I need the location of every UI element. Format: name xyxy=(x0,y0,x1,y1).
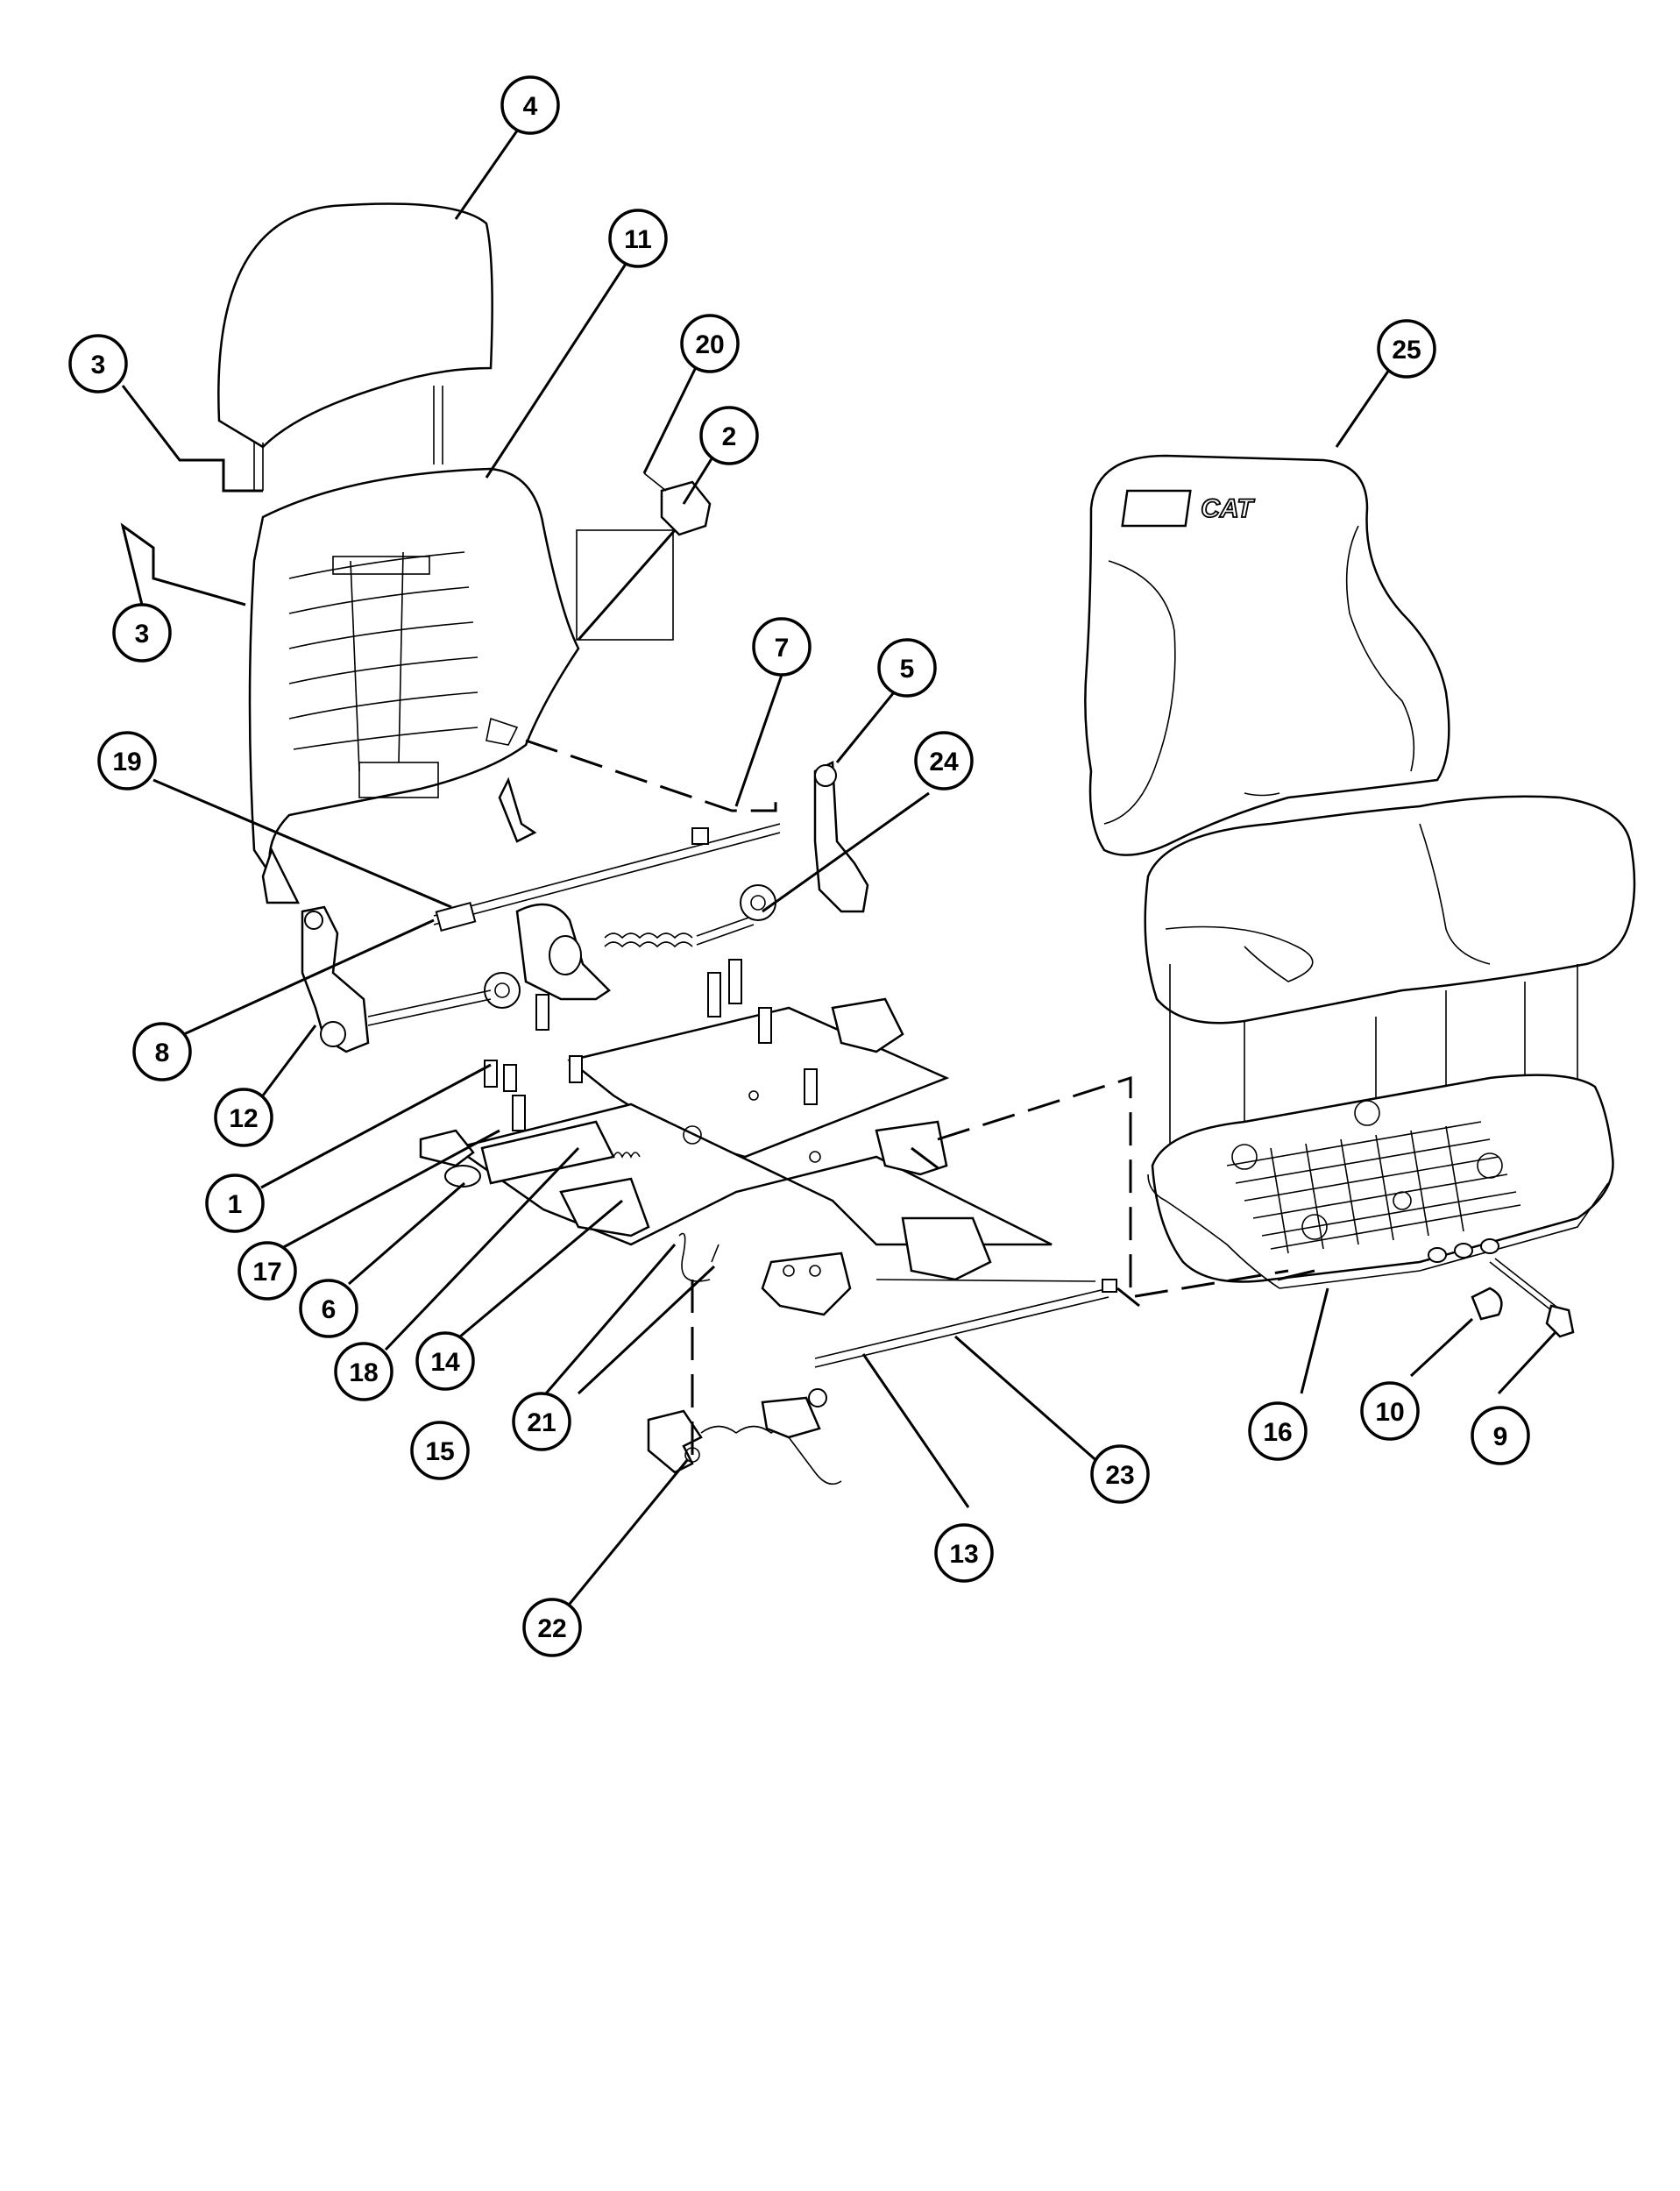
seat-cushion xyxy=(1144,795,1636,1025)
callout-label: 17 xyxy=(252,1258,281,1287)
callout-25: 25 xyxy=(1377,319,1436,379)
callout-label: 20 xyxy=(695,330,724,359)
adjustment-cable xyxy=(814,1279,1117,1368)
dashed-connectors xyxy=(525,739,1289,1455)
callout-11: 11 xyxy=(608,209,668,268)
callout-21: 21 xyxy=(512,1392,571,1451)
callout-label: 3 xyxy=(91,351,106,379)
callout-3-upper: 3 xyxy=(68,334,128,394)
callout-6: 6 xyxy=(299,1279,358,1338)
callout-label: 12 xyxy=(229,1104,258,1133)
callout-17: 17 xyxy=(237,1241,297,1301)
callout-1: 1 xyxy=(205,1173,265,1233)
pivot-bracket-left xyxy=(301,905,370,1053)
callout-label: 10 xyxy=(1375,1398,1404,1427)
seat-adjust-knobs xyxy=(1428,1238,1575,1338)
callout-label: 13 xyxy=(949,1540,978,1569)
callout-label: 18 xyxy=(349,1358,378,1387)
callout-2: 2 xyxy=(699,406,759,465)
pivot-bracket-right xyxy=(813,761,869,913)
callout-label: 2 xyxy=(722,422,737,451)
callout-label: 3 xyxy=(135,620,150,649)
callout-label: 14 xyxy=(430,1348,460,1377)
callout-22: 22 xyxy=(522,1598,582,1657)
callout-9: 9 xyxy=(1471,1406,1530,1465)
callout-4: 4 xyxy=(500,75,560,135)
callout-3-lower: 3 xyxy=(112,603,172,663)
callout-14: 14 xyxy=(415,1331,475,1391)
callout-16: 16 xyxy=(1248,1401,1308,1461)
backrest-cushion xyxy=(1084,454,1450,856)
cat-logo: CAT xyxy=(1121,489,1256,528)
callout-15: 15 xyxy=(410,1421,470,1480)
callout-label: 25 xyxy=(1392,336,1421,365)
callout-label: 22 xyxy=(537,1614,566,1643)
callout-label: 11 xyxy=(624,225,652,254)
callout-label: 6 xyxy=(322,1295,337,1324)
callout-12: 12 xyxy=(214,1088,273,1147)
callout-label: 19 xyxy=(112,748,141,776)
callout-label: 8 xyxy=(155,1039,170,1067)
callout-label: 21 xyxy=(527,1408,556,1437)
callout-label: 24 xyxy=(929,748,959,776)
headrest xyxy=(217,202,493,491)
callout-label: 7 xyxy=(775,634,790,663)
callout-10: 10 xyxy=(1360,1381,1420,1441)
callout-20: 20 xyxy=(680,314,740,373)
fore-aft-lever xyxy=(647,1388,842,1485)
lumbar-switch xyxy=(576,472,712,641)
callout-23: 23 xyxy=(1090,1444,1150,1504)
callout-8: 8 xyxy=(132,1022,192,1081)
callout-18: 18 xyxy=(334,1342,393,1401)
callout-7: 7 xyxy=(752,617,812,677)
cat-logo-text: CAT xyxy=(1201,494,1255,523)
recline-mechanism xyxy=(367,884,776,1026)
callout-24: 24 xyxy=(914,731,974,791)
leader-lines xyxy=(120,124,1557,1605)
callout-label: 15 xyxy=(425,1437,454,1466)
callout-label: 9 xyxy=(1493,1422,1508,1451)
callout-13: 13 xyxy=(934,1523,994,1583)
tilt-shaft xyxy=(433,823,781,932)
seat-pan xyxy=(1147,1074,1614,1289)
callout-label: 1 xyxy=(228,1190,243,1219)
callout-5: 5 xyxy=(877,638,937,698)
seat-back-frame xyxy=(248,467,580,904)
callout-label: 5 xyxy=(900,655,915,684)
callout-label: 4 xyxy=(523,92,538,121)
callout-label: 16 xyxy=(1263,1418,1292,1447)
callout-label: 23 xyxy=(1105,1461,1134,1490)
base-plate xyxy=(453,1006,1053,1246)
callout-19: 19 xyxy=(97,731,157,791)
